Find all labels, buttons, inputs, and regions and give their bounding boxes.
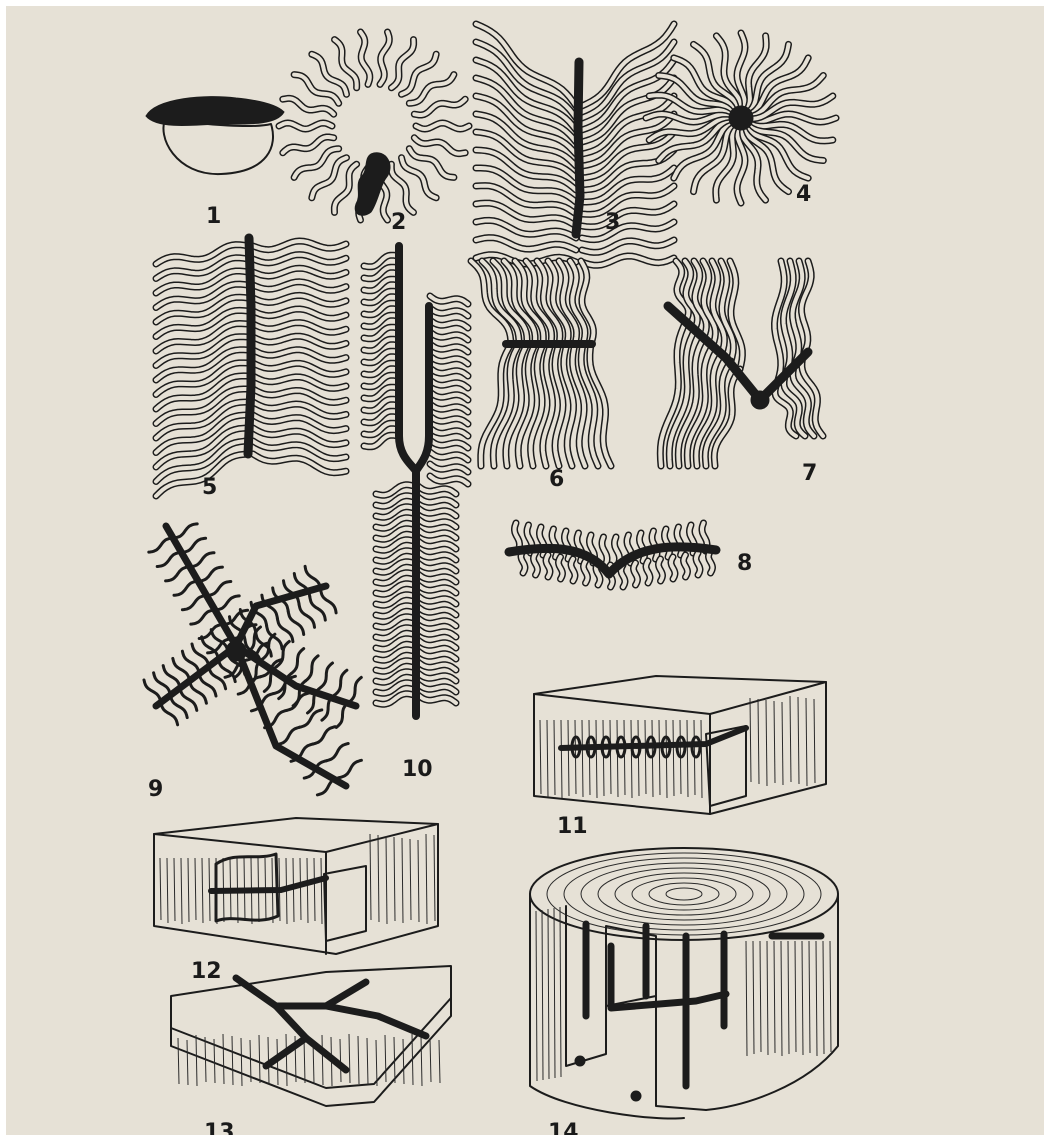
figure-label-7: 7 (802, 461, 817, 486)
figure-2-drawing (279, 32, 469, 220)
figure-label-14: 14 (548, 1120, 579, 1135)
figure-13-drawing (171, 966, 451, 1106)
book-page: 1 2 3 4 5 6 7 8 9 10 11 12 13 14 (6, 6, 1044, 1135)
figure-label-11: 11 (557, 814, 588, 839)
figure-label-1: 1 (206, 204, 221, 229)
figure-label-13: 13 (204, 1120, 235, 1135)
figure-label-2: 2 (391, 210, 406, 235)
figure-3-drawing (476, 24, 674, 265)
figure-label-8: 8 (737, 551, 752, 576)
figure-10-drawing (364, 246, 468, 716)
figure-9-drawing (144, 524, 361, 795)
figure-label-9: 9 (148, 777, 163, 802)
figure-8-drawing (509, 523, 716, 587)
figure-label-3: 3 (605, 210, 620, 235)
figure-4-drawing (646, 33, 836, 203)
figure-11-drawing (534, 676, 826, 814)
figure-label-5: 5 (202, 475, 217, 500)
figure-label-12: 12 (191, 959, 222, 984)
figure-12-drawing (154, 818, 438, 954)
figure-label-6: 6 (549, 467, 564, 492)
figure-label-10: 10 (402, 757, 433, 782)
figure-7-drawing (660, 261, 823, 466)
figure-6-drawing (471, 261, 611, 466)
figure-5-drawing (156, 238, 346, 496)
figure-1-drawing (146, 97, 284, 174)
figure-14-drawing (530, 848, 838, 1119)
figure-label-4: 4 (796, 182, 811, 207)
illustration-plate: 1 2 3 4 5 6 7 8 9 10 11 12 13 14 (6, 6, 1044, 1135)
